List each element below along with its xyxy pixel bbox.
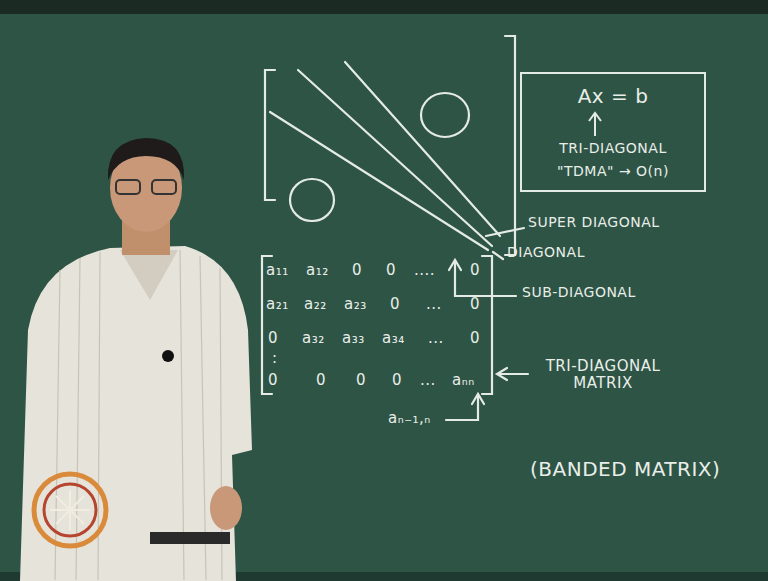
matrix-entry: a₁₂: [306, 262, 329, 279]
diagonal-line: [298, 70, 492, 246]
matrix-entry: 0: [390, 296, 400, 313]
matrix-entry: a₃₂: [302, 330, 325, 347]
microphone: [162, 350, 174, 362]
matrix-entry: a₂₃: [344, 296, 367, 313]
matrix-entry: 0: [268, 330, 278, 347]
matrix-entry: ...: [428, 330, 444, 347]
chalk-drawing: [262, 36, 528, 420]
matrix-bracket: [482, 256, 492, 394]
band-label: SUB-DIAGONAL: [522, 284, 636, 300]
chalk-stroke: [76, 258, 80, 580]
matrix-entry: ...: [420, 372, 436, 389]
shirt-stripes: [55, 250, 222, 580]
matrix-entry: 0: [470, 330, 480, 347]
matrix-entry: 0: [470, 262, 480, 279]
note-label: (BANDED MATRIX): [530, 458, 720, 481]
matrix-entry: 0: [268, 372, 278, 389]
striped-shirt: [20, 246, 252, 581]
logo-ring: [34, 474, 106, 546]
arrow-head: [472, 394, 484, 404]
sub-diagonal-line: [270, 112, 488, 250]
logo-ring: [44, 484, 96, 536]
note-label: TRI-DIAGONAL MATRIX: [533, 358, 673, 393]
matrix-bracket: [505, 36, 515, 255]
matrix-entry: ...: [426, 296, 442, 313]
matrix-entry: a₂₁: [266, 296, 289, 313]
matrix-entry: 0: [316, 372, 326, 389]
equation-text: Ax = b: [578, 84, 649, 108]
lecturer-figure: [20, 138, 252, 581]
matrix-entry: 0: [386, 262, 396, 279]
chalk-stroke: [56, 496, 84, 524]
up-arrow: [585, 111, 605, 137]
hair: [108, 138, 184, 180]
band-label: SUPER DIAGONAL: [528, 214, 660, 230]
board-top-frame: [0, 0, 768, 14]
note-box: Ax = b TRI-DIAGONAL "TDMA" → O(n): [520, 72, 706, 192]
hand: [210, 486, 242, 530]
shirt-collar: [120, 250, 178, 300]
entry-callout: aₙ₋₁,ₙ: [388, 410, 431, 427]
zero-circle: [290, 179, 334, 221]
leader-line: [486, 228, 524, 236]
matrix-entry: a₃₃: [342, 330, 365, 347]
matrix-entry: a₁₁: [266, 262, 289, 279]
matrix-entry: aₙₙ: [452, 372, 475, 389]
leader-arrow: [455, 262, 516, 296]
matrix-entry: 0: [392, 372, 402, 389]
belt: [150, 532, 230, 544]
matrix-entry: 0: [356, 372, 366, 389]
matrix-entry: a₂₂: [304, 296, 327, 313]
arrow-head: [449, 260, 461, 270]
matrix-entry: 0: [352, 262, 362, 279]
matrix-entry: ....: [414, 262, 435, 279]
chalk-stroke: [180, 250, 184, 580]
leader-arrow: [446, 396, 478, 420]
note-text: TRI-DIAGONAL: [559, 140, 666, 157]
matrix-entry: :: [272, 350, 278, 367]
chalk-stroke: [200, 256, 206, 580]
matrix-entry: 0: [470, 296, 480, 313]
arrow-head: [497, 368, 507, 380]
matrix-entry: a₃₄: [382, 330, 405, 347]
logo-star: [50, 490, 90, 530]
lecture-logo: [34, 474, 106, 546]
leader-arrow: [498, 373, 528, 375]
leader-line: [493, 252, 503, 259]
super-diagonal-line: [345, 62, 500, 236]
chalk-stroke: [56, 496, 84, 524]
glasses: [116, 180, 140, 194]
glasses: [152, 180, 176, 194]
band-label: DIAGONAL: [507, 244, 585, 260]
zero-circle: [421, 93, 469, 137]
matrix-bracket: [265, 70, 275, 200]
note-text: "TDMA" → O(n): [557, 163, 669, 180]
